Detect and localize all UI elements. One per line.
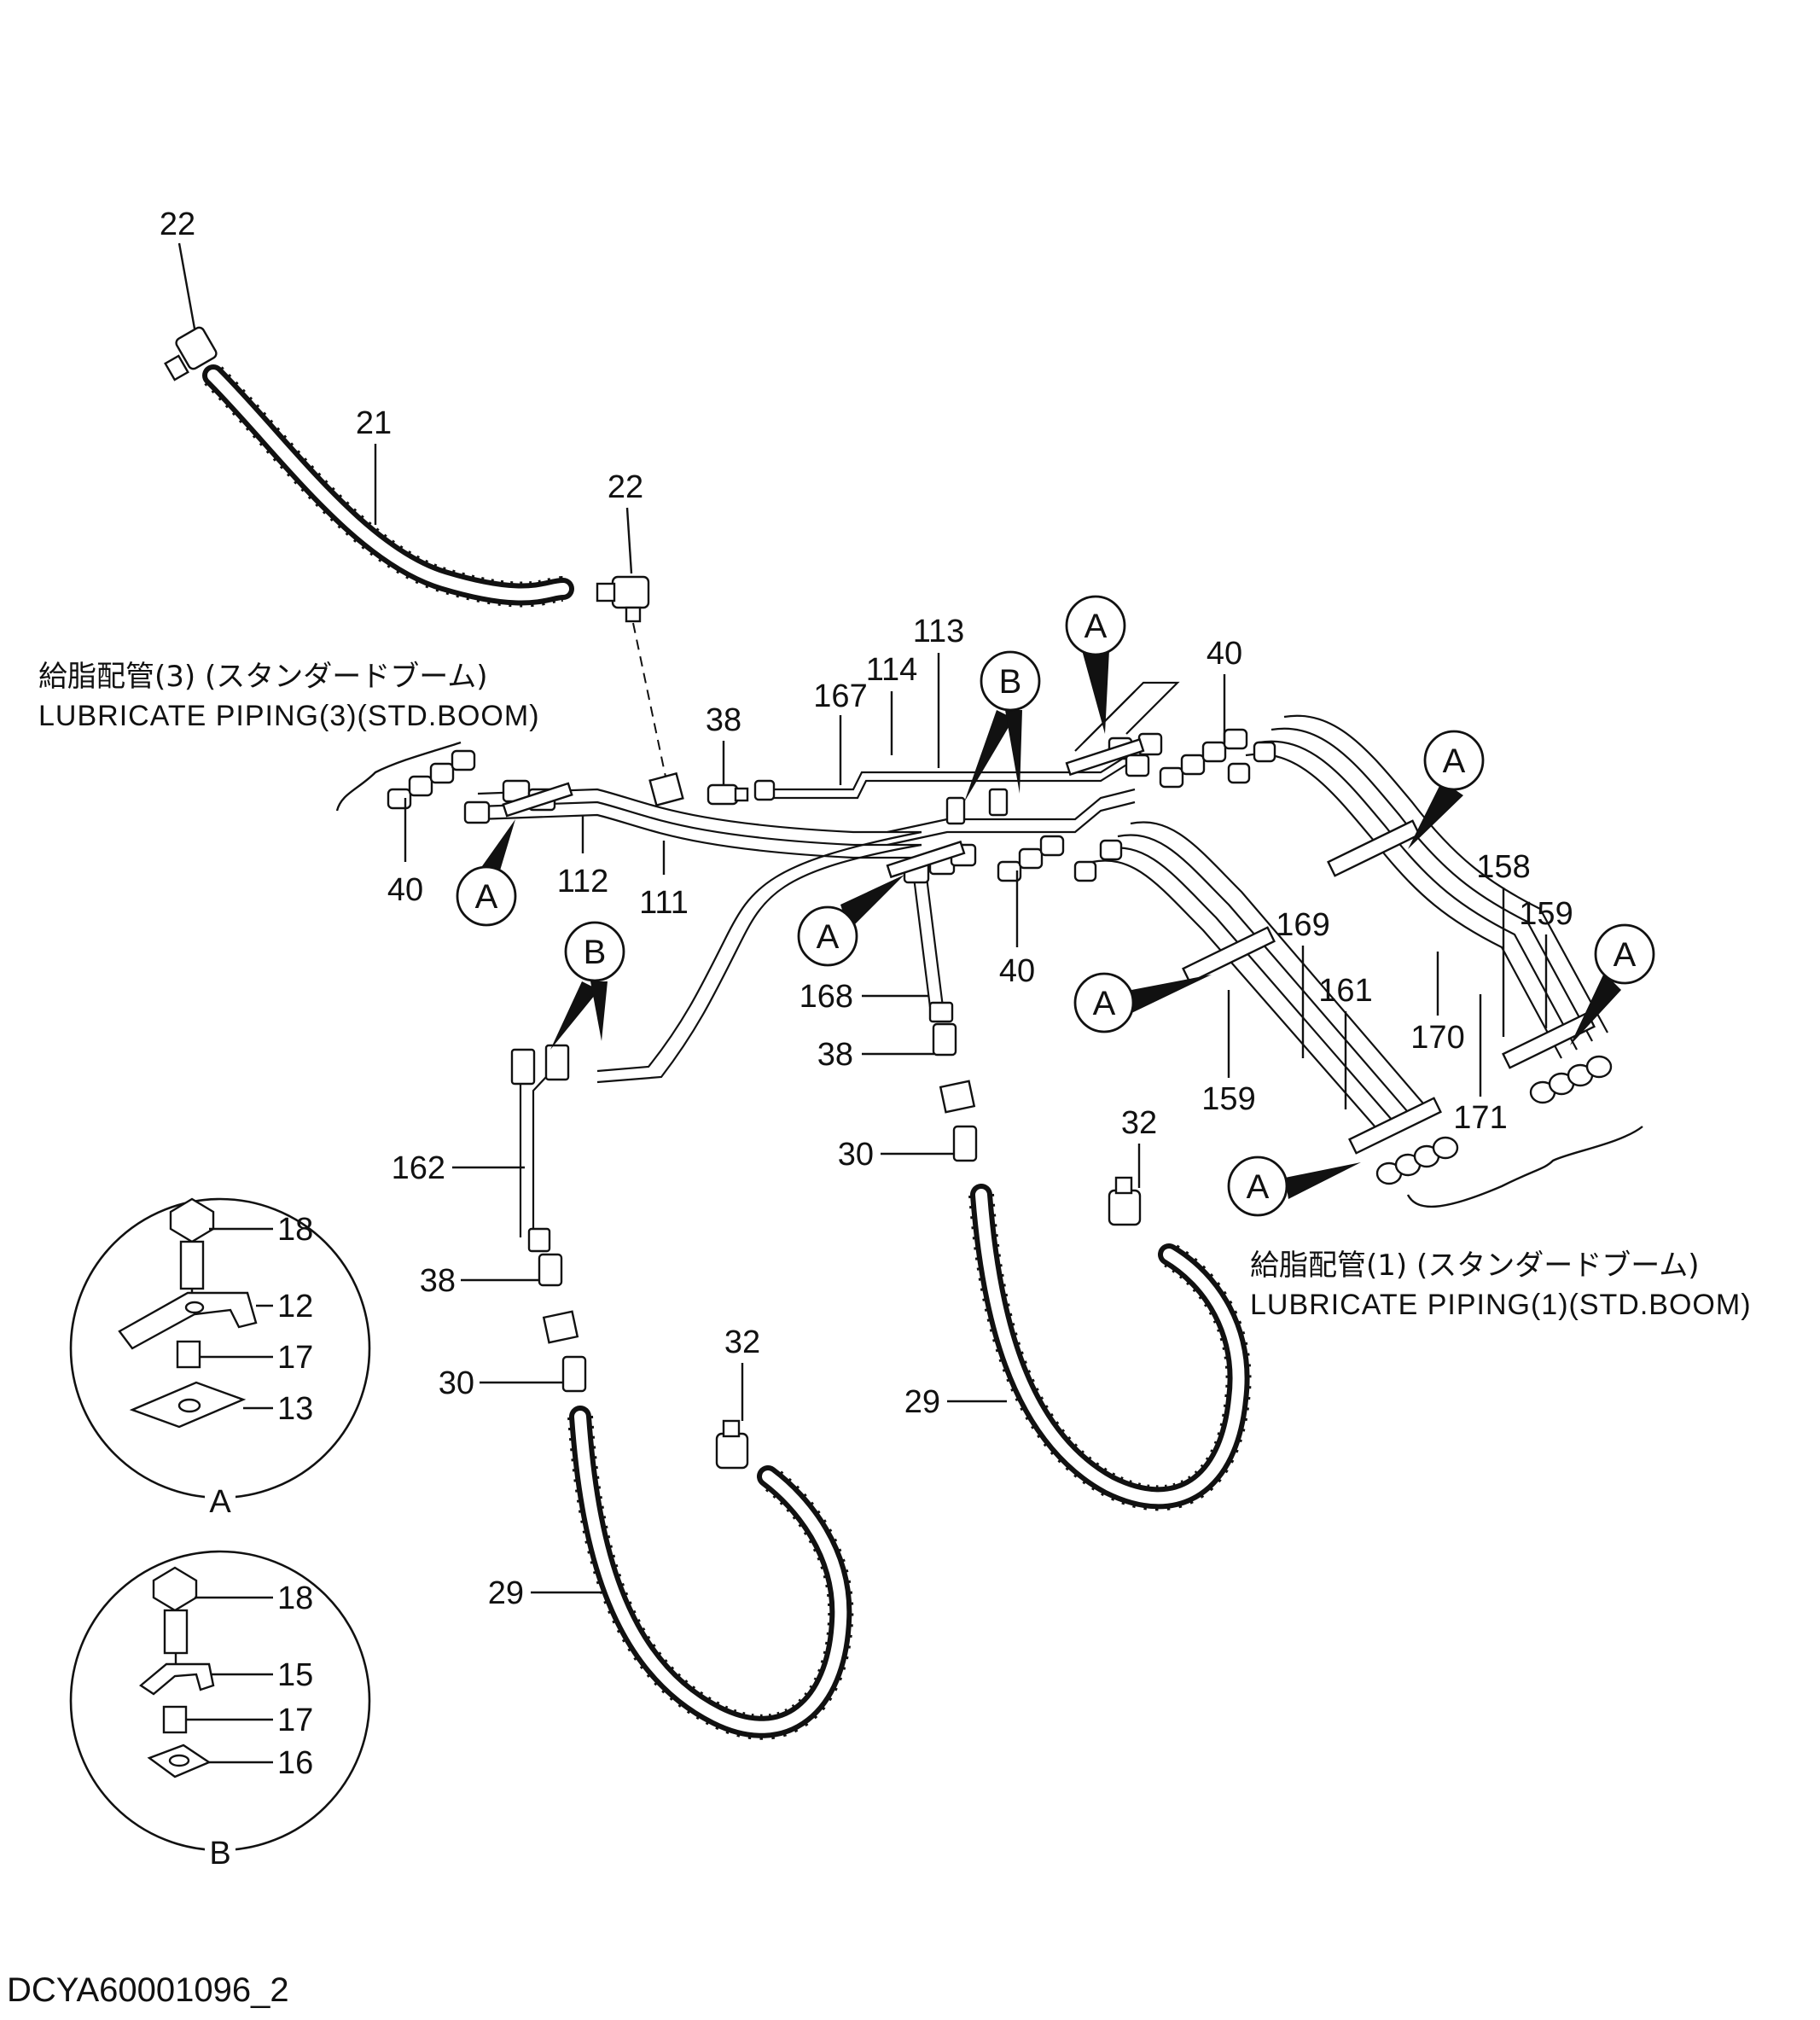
fitting-22-mid xyxy=(596,575,650,623)
detail-view-b: 18 15 17 16 B xyxy=(69,1550,371,1872)
fitting-group-40-mid xyxy=(997,835,1065,882)
label-29: 29 xyxy=(488,1575,524,1611)
detail-a-label-12: 12 xyxy=(277,1289,313,1324)
callout-a-3: A xyxy=(1065,595,1126,734)
label-169: 169 xyxy=(1276,907,1329,943)
label-38: 38 xyxy=(420,1263,456,1299)
drawing-id: DCYA60001096_2 xyxy=(7,1971,289,2009)
svg-text:LUBRICATE PIPING(3)(STD.BOOM): LUBRICATE PIPING(3)(STD.BOOM) xyxy=(38,700,540,732)
caption-piping-3: 給脂配管(3) (スタンダードブーム) LUBRICATE PIPING(3)(… xyxy=(38,660,540,732)
callout-a-4: A xyxy=(1408,730,1485,849)
hose-29-right xyxy=(968,1184,1252,1511)
label-38: 38 xyxy=(817,1037,853,1073)
callout-a-1: A xyxy=(456,819,517,927)
callout-a-2: A xyxy=(797,875,904,967)
detail-b-label-18: 18 xyxy=(277,1580,313,1616)
caption-piping-1: 給脂配管(1) (スタンダードブーム) LUBRICATE PIPING(1)(… xyxy=(1250,1249,1752,1321)
piping-1-bundle xyxy=(1073,714,1613,1185)
label-158: 158 xyxy=(1476,849,1530,885)
fitting-38-top xyxy=(706,783,749,806)
label-40: 40 xyxy=(999,953,1035,989)
label-113: 113 xyxy=(913,614,965,649)
fitting-32-right xyxy=(1108,1176,1142,1226)
svg-text:給脂配管(3) (スタンダードブーム): 給脂配管(3) (スタンダードブーム) xyxy=(38,660,487,694)
label-30: 30 xyxy=(838,1137,874,1173)
detail-a-label-17: 17 xyxy=(277,1340,313,1376)
label-162: 162 xyxy=(392,1150,445,1186)
label-40: 40 xyxy=(387,872,423,908)
brace-right xyxy=(1406,1126,1643,1208)
svg-text:B: B xyxy=(999,663,1022,701)
fitting-group-40-right xyxy=(1159,728,1248,789)
piping-3-bundle xyxy=(463,681,1180,1253)
label-32: 32 xyxy=(724,1324,760,1360)
detail-b-label-15: 15 xyxy=(277,1657,313,1693)
fitting-38-30-center xyxy=(932,1022,978,1162)
svg-text:A: A xyxy=(817,918,840,956)
hidden-block xyxy=(648,771,684,807)
callout-a-7: A xyxy=(1227,1156,1361,1217)
label-22: 22 xyxy=(160,207,195,242)
label-29: 29 xyxy=(904,1384,940,1420)
detail-a-label-18: 18 xyxy=(277,1212,313,1248)
svg-text:A: A xyxy=(1093,985,1116,1022)
svg-text:A: A xyxy=(1247,1168,1270,1206)
svg-text:A: A xyxy=(1614,936,1637,974)
label-159: 159 xyxy=(1519,896,1573,932)
svg-text:B: B xyxy=(584,934,607,971)
label-170: 170 xyxy=(1410,1020,1464,1056)
callout-b-2: B xyxy=(550,921,625,1050)
svg-text:A: A xyxy=(1443,742,1466,780)
label-21: 21 xyxy=(356,405,392,441)
label-112: 112 xyxy=(557,864,609,899)
label-167: 167 xyxy=(813,678,867,714)
callout-b-1: B xyxy=(964,650,1041,802)
fitting-32-left xyxy=(715,1419,749,1470)
label-30: 30 xyxy=(439,1365,474,1401)
detail-a-title: A xyxy=(209,1484,231,1520)
callout-a-6: A xyxy=(1570,923,1655,1045)
label-168: 168 xyxy=(800,979,853,1015)
svg-text:給脂配管(1) (スタンダードブーム): 給脂配管(1) (スタンダードブーム) xyxy=(1250,1249,1699,1283)
label-114: 114 xyxy=(866,652,918,688)
label-159: 159 xyxy=(1201,1081,1255,1117)
leader-lines xyxy=(177,242,1548,1594)
detail-b-label-16: 16 xyxy=(277,1745,313,1781)
label-38: 38 xyxy=(706,702,741,738)
detail-a-label-13: 13 xyxy=(277,1391,313,1427)
fitting-38-30-left xyxy=(538,1253,587,1393)
svg-text:A: A xyxy=(1084,608,1108,645)
label-111: 111 xyxy=(639,885,689,921)
fitting-22-top xyxy=(164,326,218,381)
callout-a-5: A xyxy=(1073,972,1212,1033)
svg-text:LUBRICATE PIPING(1)(STD.BOOM): LUBRICATE PIPING(1)(STD.BOOM) xyxy=(1250,1289,1752,1321)
label-161: 161 xyxy=(1318,973,1372,1009)
hose-29-left xyxy=(567,1406,854,1740)
detail-b-title: B xyxy=(209,1836,230,1872)
detail-b-label-17: 17 xyxy=(277,1703,313,1738)
leader-dashed xyxy=(632,622,666,777)
svg-text:A: A xyxy=(475,878,498,916)
label-32: 32 xyxy=(1121,1105,1157,1141)
fitting-group-40-left xyxy=(387,749,476,810)
label-171: 171 xyxy=(1453,1100,1507,1136)
hose-21 xyxy=(202,364,574,608)
part-labels: 22 21 22 113 114 167 38 40 40 112 111 40… xyxy=(160,207,1573,1611)
brace-left xyxy=(335,741,462,812)
label-40: 40 xyxy=(1207,636,1242,672)
detail-view-a: 18 12 17 13 A xyxy=(69,1197,371,1520)
label-22: 22 xyxy=(608,469,643,505)
